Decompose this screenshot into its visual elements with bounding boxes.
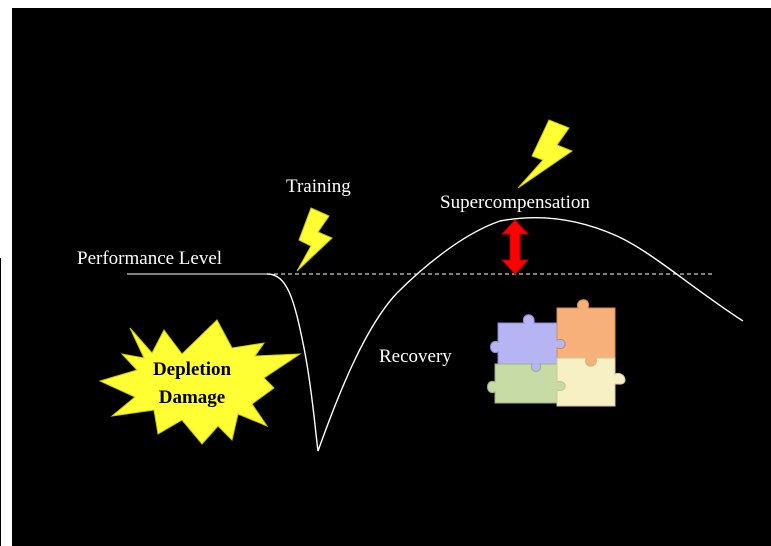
supercompensation-diagram (98, 119, 744, 452)
depletion-burst-shape (98, 319, 302, 445)
left-margin-line (0, 258, 1, 546)
recovery-label: Recovery (379, 346, 452, 367)
left-panel (1, 258, 12, 546)
puzzle-piece-green (487, 363, 566, 404)
puzzle-piece-orange (556, 299, 616, 367)
left-margin (0, 0, 12, 228)
depletion-damage-text: Depletion Damage (132, 356, 252, 412)
lightning-bolt-icon (517, 119, 574, 189)
puzzle-piece-cream (556, 357, 626, 407)
lightning-bolt-icon (296, 207, 333, 272)
performance-level-label: Performance Level (77, 248, 223, 269)
double-arrow-icon (500, 219, 530, 275)
damage-text: Damage (158, 387, 226, 408)
training-label: Training (286, 176, 351, 197)
supercompensation-label: Supercompensation (440, 192, 590, 213)
puzzle-icon (487, 299, 626, 407)
performance-curve (266, 217, 744, 452)
depletion-text: Depletion (152, 359, 232, 380)
puzzle-piece-purple (490, 314, 566, 372)
slide-canvas: Performance Level Training Supercompensa… (12, 8, 771, 546)
